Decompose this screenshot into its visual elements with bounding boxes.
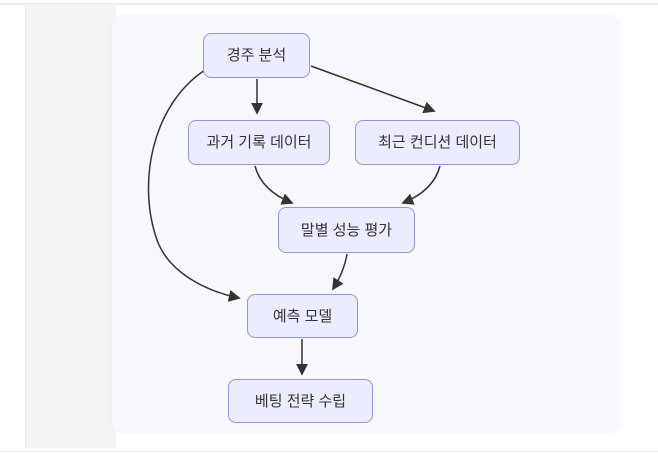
node-recent-condition-data: 최근 컨디션 데이터 (355, 120, 520, 165)
left-gutter (25, 4, 116, 448)
edge-past-to-perf (254, 165, 294, 205)
edge-race-to-model (147, 69, 241, 302)
node-prediction-model: 예측 모델 (247, 294, 358, 338)
bottom-divider (0, 451, 658, 452)
edge-recent-to-perf (401, 165, 441, 205)
node-race-analysis: 경주 분석 (203, 33, 310, 78)
flowchart-panel: 경주 분석 과거 기록 데이터 최근 컨디션 데이터 말별 성능 평가 예측 모… (112, 15, 620, 432)
edge-perf-to-model (332, 253, 348, 291)
node-horse-performance-eval: 말별 성능 평가 (278, 207, 415, 253)
node-betting-strategy: 베팅 전략 수립 (228, 379, 373, 423)
node-past-record-data: 과거 기록 데이터 (188, 120, 330, 165)
top-divider (0, 3, 658, 5)
edge-race-to-recent (310, 65, 436, 114)
